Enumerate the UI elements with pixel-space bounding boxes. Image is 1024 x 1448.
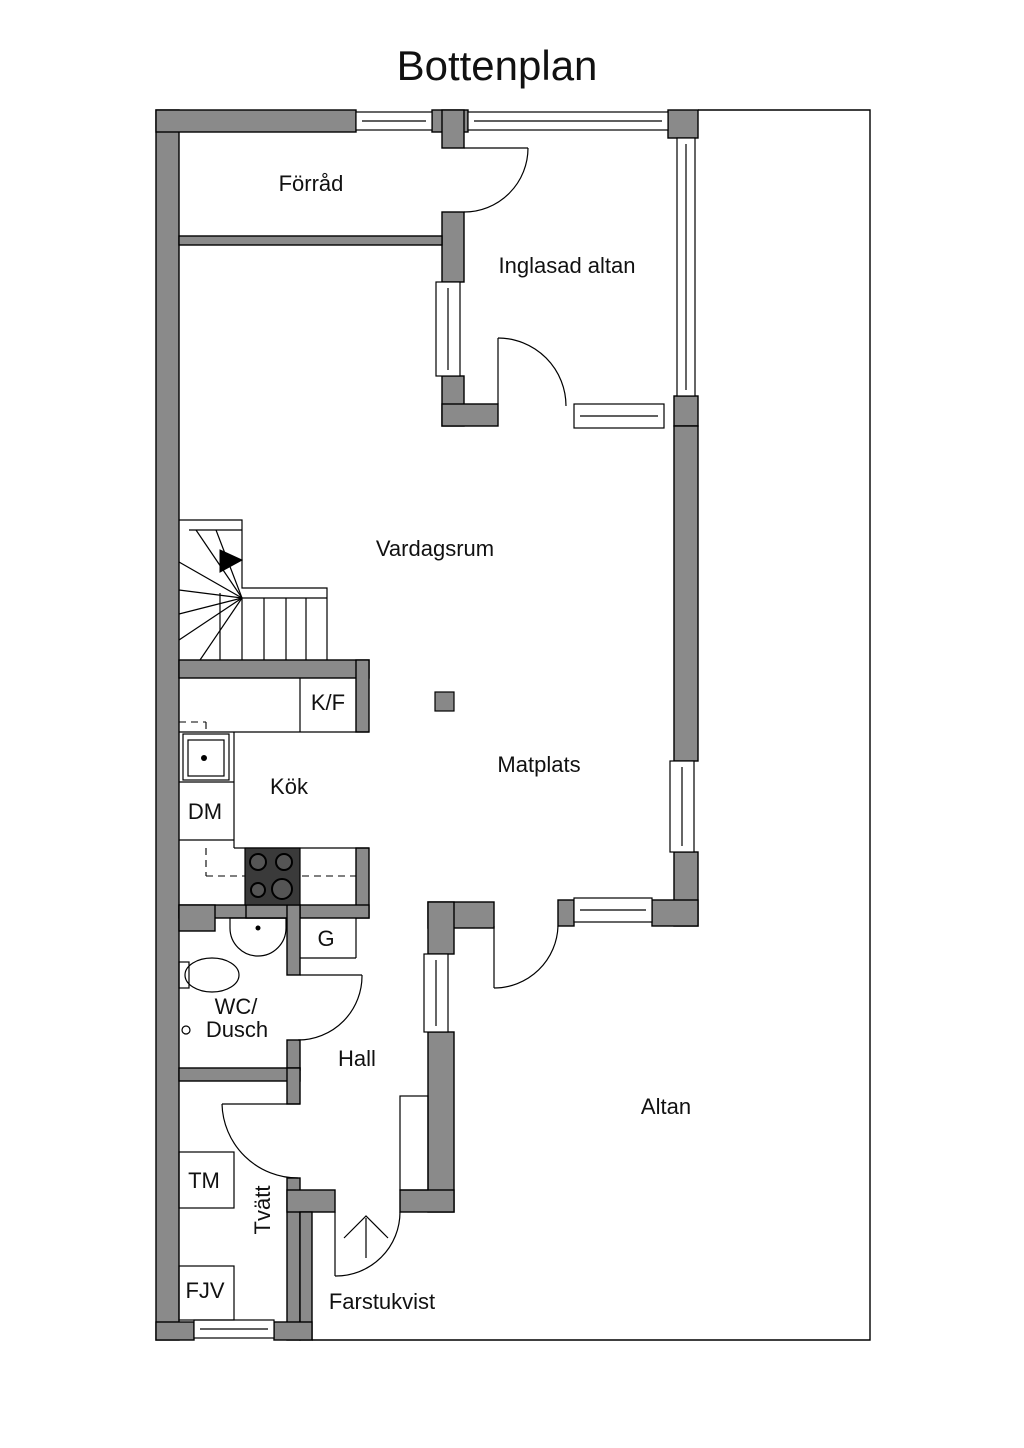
label-altan: Altan [641, 1094, 691, 1119]
altan-boundary [312, 109, 871, 1341]
windows [193, 111, 696, 1339]
label-farstukvist: Farstukvist [329, 1289, 435, 1314]
staircase [178, 519, 328, 661]
label-tm: TM [188, 1168, 220, 1193]
laundry-fixtures [178, 1151, 235, 1321]
label-matplats: Matplats [497, 752, 580, 777]
doors [221, 147, 567, 1277]
label-tvatt: Tvätt [250, 1186, 275, 1235]
room-labels: Förråd Inglasad altan Vardagsrum Matplat… [185, 171, 691, 1314]
label-wc-dusch-2: Dusch [206, 1017, 268, 1042]
toilet-icon [184, 957, 240, 993]
label-forrad: Förråd [279, 171, 344, 196]
label-fjv: FJV [185, 1278, 224, 1303]
label-vardagsrum: Vardagsrum [376, 536, 494, 561]
kitchen-sink-icon [182, 733, 230, 781]
wc-fixtures [178, 917, 357, 1035]
shower-icon [181, 1025, 191, 1035]
label-inglasad-altan: Inglasad altan [499, 253, 636, 278]
support-column [434, 691, 455, 712]
stair-direction-arrow-icon [219, 549, 244, 573]
label-wc-dusch-1: WC/ [215, 994, 259, 1019]
walls [155, 109, 699, 1341]
label-dm: DM [188, 799, 222, 824]
label-g: G [317, 926, 334, 951]
plan-title: Bottenplan [397, 42, 598, 89]
label-hall: Hall [338, 1046, 376, 1071]
kitchen-fixtures [179, 678, 369, 906]
label-kf: K/F [311, 690, 345, 715]
washbasin-icon [229, 917, 287, 957]
label-kok: Kök [270, 774, 309, 799]
